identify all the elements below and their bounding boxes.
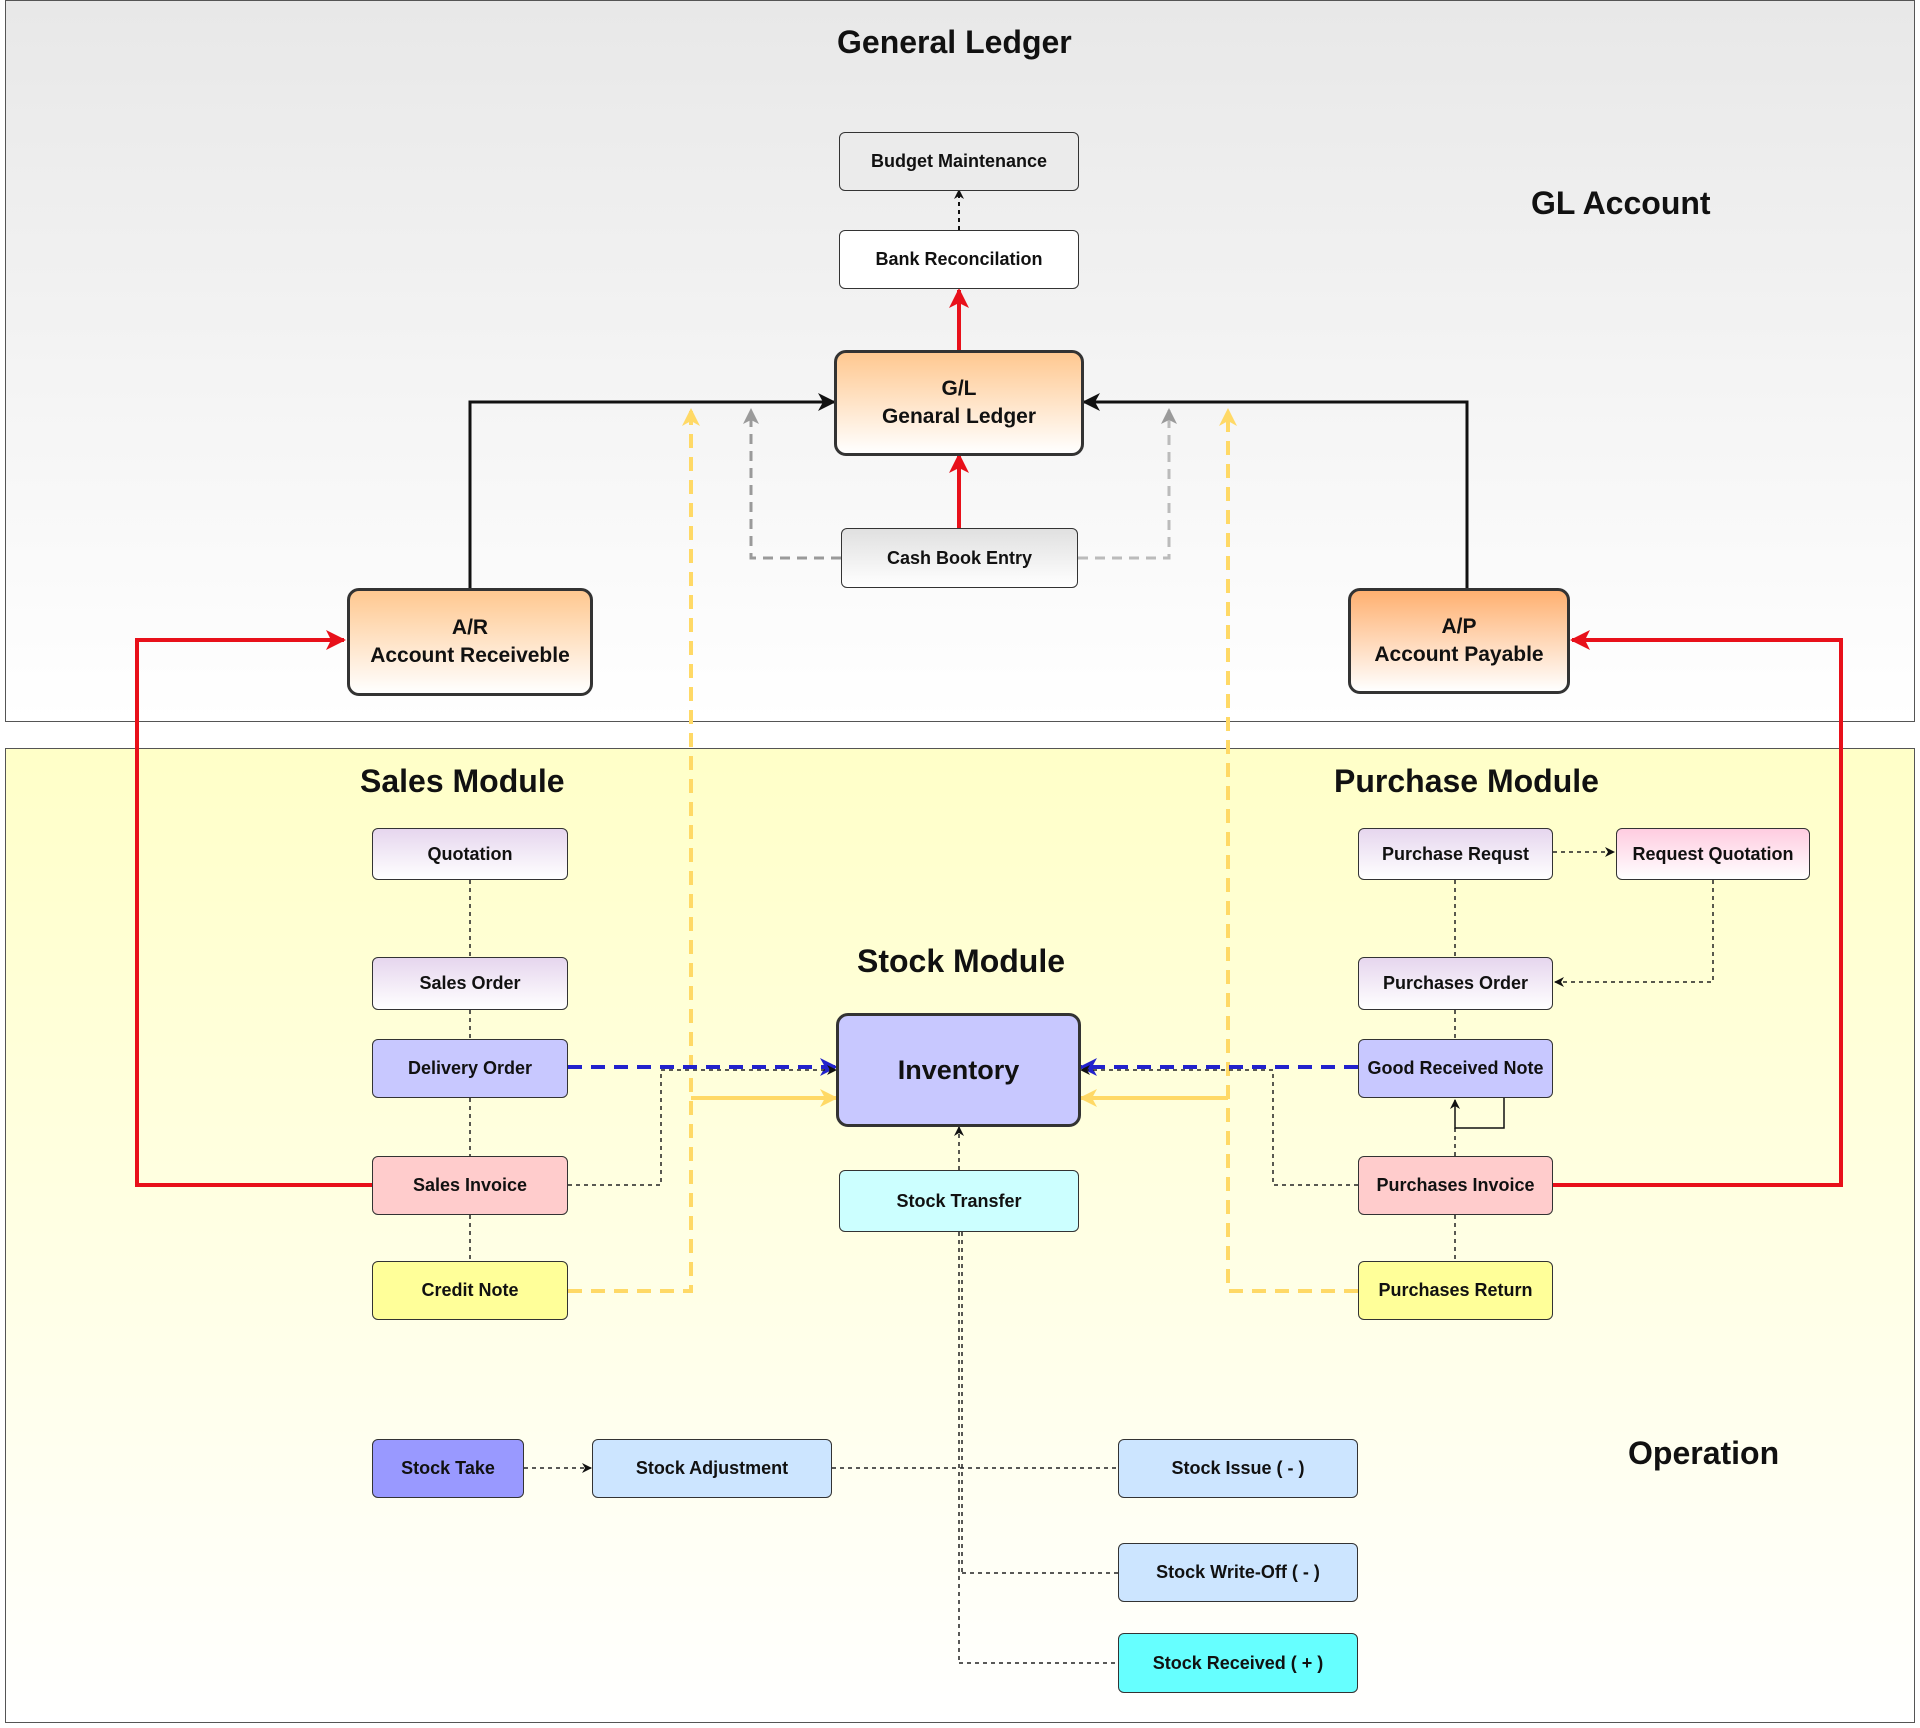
budget-maintenance-node[interactable]: Budget Maintenance <box>839 132 1079 191</box>
edge-grn-self-loop <box>1450 1098 1505 1129</box>
stock-received-node[interactable]: Stock Received ( + ) <box>1118 1633 1358 1693</box>
inventory-label: Inventory <box>897 1054 1020 1085</box>
purchase-requst-node[interactable]: Purchase Requst <box>1358 828 1553 880</box>
stock-issue-label: Stock Issue ( - ) <box>1171 1458 1305 1479</box>
stock-adjustment-node[interactable]: Stock Adjustment <box>592 1439 832 1498</box>
quotation-node[interactable]: Quotation <box>372 828 568 880</box>
purchases-order-node[interactable]: Purchases Order <box>1358 957 1553 1010</box>
general-ledger-node[interactable]: G/L Genaral Ledger <box>834 350 1084 456</box>
cash-book-entry-node[interactable]: Cash Book Entry <box>841 528 1078 588</box>
edge-cash-right-gray <box>1078 408 1177 560</box>
edge-sales-invoice-to-ar <box>135 630 372 1187</box>
purchase-requst-label: Purchase Requst <box>1381 843 1530 864</box>
stock-issue-node[interactable]: Stock Issue ( - ) <box>1118 1439 1358 1498</box>
credit-note-node[interactable]: Credit Note <box>372 1261 568 1320</box>
edge-cash-left-gray <box>743 408 841 560</box>
stock-write-off-label: Stock Write-Off ( - ) <box>1156 1562 1320 1583</box>
bank-reconcilation-label: Bank Reconcilation <box>875 249 1043 270</box>
request-quotation-node[interactable]: Request Quotation <box>1616 828 1810 880</box>
purchases-return-node[interactable]: Purchases Return <box>1358 1261 1553 1320</box>
stock-take-label: Stock Take <box>401 1458 495 1479</box>
budget-maintenance-label: Budget Maintenance <box>870 151 1048 172</box>
quotation-label: Quotation <box>427 843 513 864</box>
edge-credit-note-to-gl <box>568 408 700 1293</box>
cash-book-entry-label: Cash Book Entry <box>886 547 1033 568</box>
stock-transfer-label: Stock Transfer <box>896 1190 1022 1211</box>
sales-module-title: Sales Module <box>360 763 565 799</box>
sales-invoice-node[interactable]: Sales Invoice <box>372 1156 568 1215</box>
purchases-invoice-label: Purchases Invoice <box>1376 1175 1535 1196</box>
bank-reconcilation-node[interactable]: Bank Reconcilation <box>839 230 1079 289</box>
purchase-module-title: Purchase Module <box>1334 763 1599 799</box>
stock-write-off-node[interactable]: Stock Write-Off ( - ) <box>1118 1543 1358 1602</box>
edge-ar-to-gl <box>468 393 836 588</box>
stock-received-label: Stock Received ( + ) <box>1152 1652 1324 1673</box>
operation-title: Operation <box>1628 1435 1780 1471</box>
stock-take-node[interactable]: Stock Take <box>372 1439 524 1498</box>
good-received-note-label: Good Received Note <box>1367 1058 1544 1079</box>
edge-purchases-invoice-to-ap <box>1553 630 1843 1187</box>
sales-order-node[interactable]: Sales Order <box>372 957 568 1010</box>
credit-note-label: Credit Note <box>421 1280 519 1301</box>
purchases-return-label: Purchases Return <box>1378 1280 1533 1301</box>
account-payable-node[interactable]: A/P Account Payable <box>1348 588 1570 694</box>
stock-transfer-node[interactable]: Stock Transfer <box>839 1170 1079 1232</box>
stock-module-title: Stock Module <box>857 943 1066 979</box>
general-ledger-label: G/L Genaral Ledger <box>881 376 1037 428</box>
sales-invoice-label: Sales Invoice <box>412 1175 528 1196</box>
account-receivable-label: A/R Account Receiveble <box>370 615 570 667</box>
gl-account-title: GL Account <box>1531 185 1711 221</box>
edge-sales-invoice-to-inventory <box>568 1065 837 1186</box>
edge-request-quotation-to-po <box>1554 880 1714 987</box>
delivery-order-label: Delivery Order <box>407 1058 533 1079</box>
stock-adjustment-label: Stock Adjustment <box>635 1458 789 1479</box>
sales-order-label: Sales Order <box>419 973 521 994</box>
delivery-order-node[interactable]: Delivery Order <box>372 1039 568 1098</box>
edge-ap-to-gl <box>1082 393 1469 588</box>
edge-purchases-return-to-gl <box>1219 408 1358 1293</box>
inventory-node[interactable]: Inventory <box>836 1013 1081 1127</box>
account-receivable-node[interactable]: A/R Account Receiveble <box>347 588 593 696</box>
general-ledger-title: General Ledger <box>837 24 1072 60</box>
purchases-invoice-node[interactable]: Purchases Invoice <box>1358 1156 1553 1215</box>
edge-purchases-invoice-to-inventory <box>1080 1065 1358 1186</box>
operation-panel <box>5 748 1915 1723</box>
purchases-order-label: Purchases Order <box>1382 973 1529 994</box>
request-quotation-label: Request Quotation <box>1632 843 1794 864</box>
good-received-note-node[interactable]: Good Received Note <box>1358 1039 1553 1098</box>
account-payable-label: A/P Account Payable <box>1374 614 1544 666</box>
